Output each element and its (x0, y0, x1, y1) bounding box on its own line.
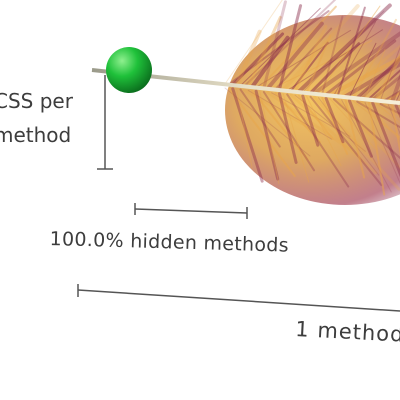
feather-barb-78 (371, 101, 400, 178)
feather-barb-49 (317, 5, 381, 95)
feather-barb-60 (336, 98, 400, 170)
feather-barb-52 (321, 97, 349, 155)
feather-barb-67 (352, 18, 397, 99)
feather-barb-24 (266, 90, 351, 151)
feather-barb-44 (306, 95, 342, 167)
feather-barb-29 (277, 4, 303, 92)
x-scale-bar (77, 284, 400, 312)
feather-barb-37 (293, 24, 328, 93)
feather-barb-32 (282, 93, 310, 183)
feather-barb-80 (376, 103, 400, 124)
feather-barb-84 (382, 102, 400, 119)
feather-barb-35 (290, 41, 329, 92)
feather-barb-81 (380, 46, 400, 101)
feather-barb-1 (224, 0, 283, 85)
feather-barb-39 (296, 3, 392, 94)
feather-barb-15 (250, 35, 290, 89)
feather-barb-22 (262, 91, 316, 172)
feather-barb-18 (254, 89, 280, 181)
y-scale-label-line-1: CSS per (0, 89, 73, 113)
feather-barb-59 (336, 6, 366, 97)
feather-barb-34 (286, 93, 350, 188)
y-scale-label-line-2: method (0, 123, 72, 147)
feather-barb-2 (224, 87, 311, 157)
feather-barb-79 (374, 52, 400, 102)
feather-barb-42 (301, 94, 320, 147)
feather-barb-55 (328, 56, 400, 97)
feather-barb-11 (243, 0, 337, 87)
feather-barb-76 (367, 101, 386, 196)
feather-barb-86 (387, 104, 400, 135)
feather-barb-6 (231, 87, 264, 183)
feather-barb-54 (324, 96, 345, 144)
feather-barb-19 (259, 5, 337, 89)
feather-barb-75 (367, 69, 400, 100)
feather-barb-4 (227, 87, 296, 177)
feather-barb-82 (379, 103, 400, 116)
feather-barb-20 (259, 91, 280, 185)
feather-barb-47 (312, 31, 400, 96)
feather-barb-41 (302, 10, 385, 93)
feather-barb-31 (281, 4, 360, 92)
feather-barb-64 (344, 99, 366, 179)
feather-barb-38 (294, 94, 366, 152)
data-point-1 (106, 47, 152, 93)
feather-barb-43 (305, 34, 332, 94)
feather-barb-51 (321, 15, 344, 95)
feather-barb-5 (231, 32, 285, 87)
feather-barb-50 (317, 97, 380, 176)
feather-barb-58 (332, 98, 400, 160)
feather-barb-63 (343, 61, 400, 99)
feather-barb-62 (341, 99, 392, 193)
feather-barb-70 (356, 100, 400, 129)
feather-barb-21 (262, 0, 287, 90)
feather-barb-33 (286, 29, 383, 91)
feather-barb-77 (371, 75, 400, 101)
feather-barb-71 (359, 55, 400, 100)
feather-barb-13 (246, 15, 282, 88)
feather-barb-87 (390, 73, 400, 104)
feather-barb-53 (324, 39, 397, 96)
feather-barb-40 (297, 94, 334, 140)
feather-barb-16 (251, 89, 309, 161)
feather-mark (224, 0, 400, 205)
feather-barb-36 (289, 93, 378, 175)
feather-barb-28 (274, 92, 321, 144)
feather-barb-74 (364, 101, 400, 185)
feather-barb-14 (247, 89, 333, 140)
feather-barb-7 (234, 29, 262, 88)
feather-barb-69 (355, 57, 400, 100)
feather-barb-66 (347, 99, 373, 158)
feather-barb-48 (312, 95, 400, 191)
feather-barb-65 (348, 42, 377, 98)
feather-barb-57 (333, 21, 377, 96)
y-scale-bar (97, 75, 113, 170)
feather-barb-12 (242, 88, 321, 136)
feather-barb-26 (271, 92, 351, 137)
feather-barb-46 (309, 95, 383, 187)
feather-barb-83 (383, 90, 400, 102)
feather-barb-23 (265, 21, 324, 91)
feather-barb-72 (359, 100, 400, 141)
feather-barb-10 (239, 88, 281, 148)
feather-barb-30 (277, 92, 298, 164)
feather-barb-8 (236, 88, 253, 169)
feather-barb-17 (255, 29, 351, 88)
feather-barb-27 (274, 27, 333, 91)
hidden-methods-scale-bar (134, 203, 248, 219)
feather-barb-56 (329, 98, 376, 149)
x-scale-label: 1 method (294, 317, 400, 347)
feather-barb-45 (309, 42, 361, 95)
feather-barb-73 (364, 48, 386, 99)
